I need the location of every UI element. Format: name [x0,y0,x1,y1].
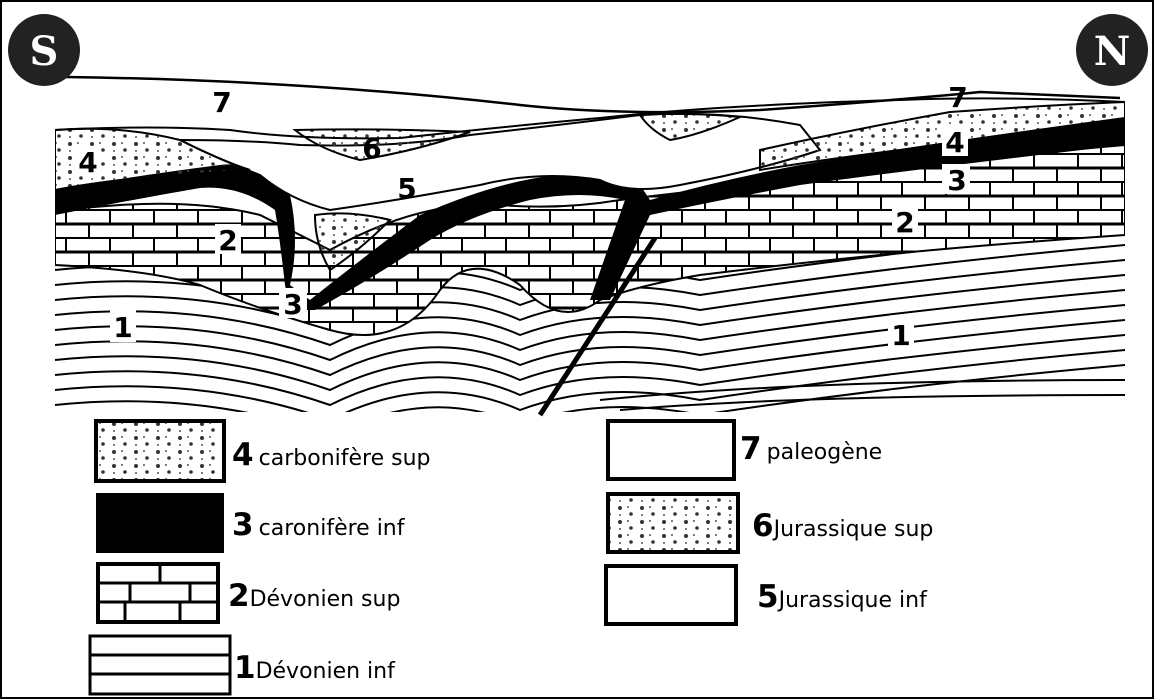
section-label-6: 6 [362,132,381,165]
section-label-4-right: 4 [945,126,964,159]
legend-number-6: 6 [752,508,774,544]
section-label-2-right: 2 [895,206,914,239]
section-label-7-right: 7 [948,81,967,114]
legend-entry-4: 4 carbonifère sup [232,437,431,473]
legend-number-5: 5 [757,579,779,615]
legend-box-5 [606,566,736,624]
north-label: N [1094,28,1131,75]
legend-label-7: paleogène [767,440,883,465]
legend-box-7 [608,421,734,479]
legend-entry-1: 1Dévonien inf [234,650,395,686]
legend-box-1 [90,636,230,694]
legend-entry-6: 6Jurassique sup [752,508,933,544]
legend-label-4: carbonifère sup [259,446,431,471]
legend-number-3: 3 [232,507,254,543]
south-label: S [30,28,59,75]
section-label-3-right: 3 [947,164,966,197]
legend-entry-3: 3 caronifère inf [232,507,405,543]
legend-box-6 [608,494,738,552]
legend-label-3: caronifère inf [259,516,405,541]
legend-number-2: 2 [228,578,250,614]
legend-label-5: Jurassique inf [779,588,927,613]
legend-label-1: Dévonien inf [256,659,395,684]
legend-number-4: 4 [232,437,254,473]
legend-box-2 [98,564,218,622]
legend-label-6: Jurassique sup [774,517,934,542]
legend-number-7: 7 [740,431,762,467]
section-label-3-left: 3 [283,288,302,321]
section-label-1-left: 1 [113,311,132,344]
legend-box-3 [96,493,224,553]
section-label-7-left: 7 [212,86,231,119]
section-label-2-left: 2 [218,224,237,257]
section-label-4-left: 4 [78,146,97,179]
legend-entry-5: 5Jurassique inf [757,579,927,615]
section-label-5: 5 [397,172,416,205]
legend-label-2: Dévonien sup [250,587,401,612]
legend-box-4 [96,421,224,481]
legend-number-1: 1 [234,650,256,686]
legend-entry-2: 2Dévonien sup [228,578,400,614]
legend-entry-7: 7 paleogène [740,431,882,467]
section-label-1-right: 1 [891,319,910,352]
